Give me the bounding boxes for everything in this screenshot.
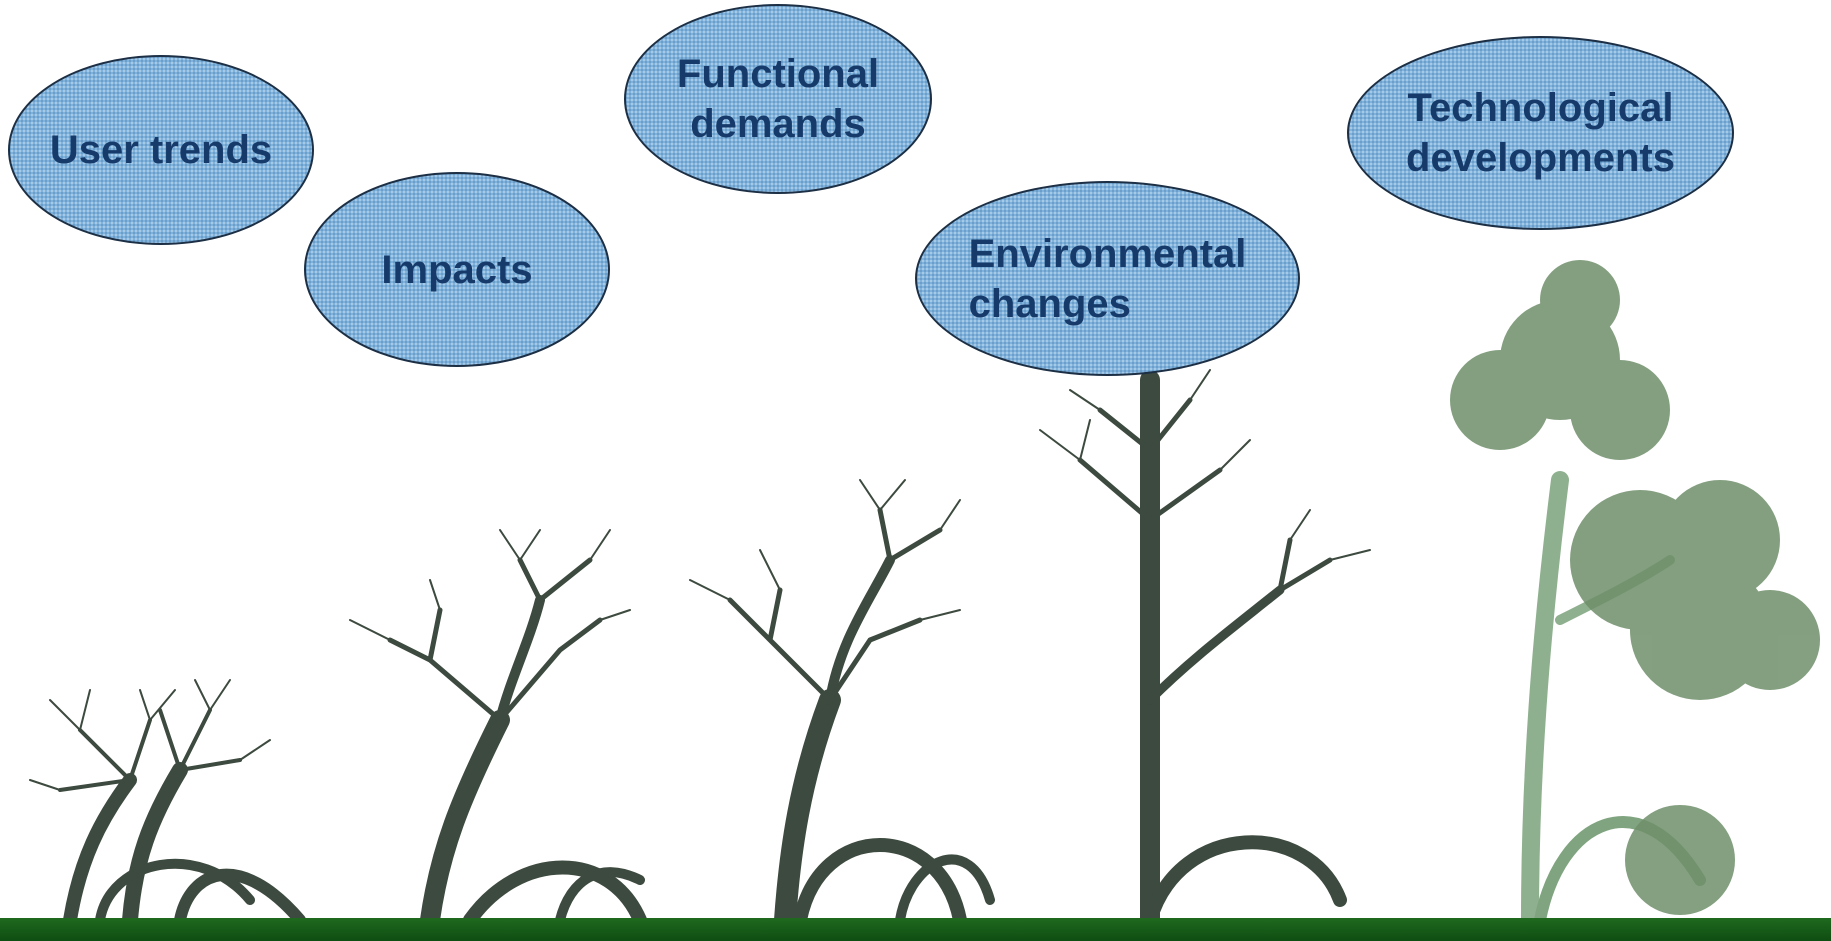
- bare-tree-icon: [689, 479, 995, 931]
- functional-demands-label: Functional demands: [676, 52, 880, 146]
- user-trends-bubble: User trends: [8, 55, 314, 245]
- bare-tree-icon: [349, 529, 647, 930]
- user-trends-label: User trends: [49, 128, 273, 172]
- impacts-bubble: Impacts: [304, 172, 610, 367]
- functional-demands-bubble: Functional demands: [624, 4, 932, 194]
- technological-developments-bubble: Technological developments: [1347, 36, 1734, 230]
- environmental-changes-label: Environmental changes: [968, 231, 1247, 326]
- technological-developments-label: Technological developments: [1406, 86, 1675, 180]
- impacts-label: Impacts: [381, 247, 533, 292]
- bare-tree-icon: [1039, 369, 1371, 930]
- environmental-changes-bubble: Environmental changes: [915, 181, 1300, 376]
- bare-tree-icon: [29, 679, 306, 928]
- ground-strip: [0, 918, 1831, 941]
